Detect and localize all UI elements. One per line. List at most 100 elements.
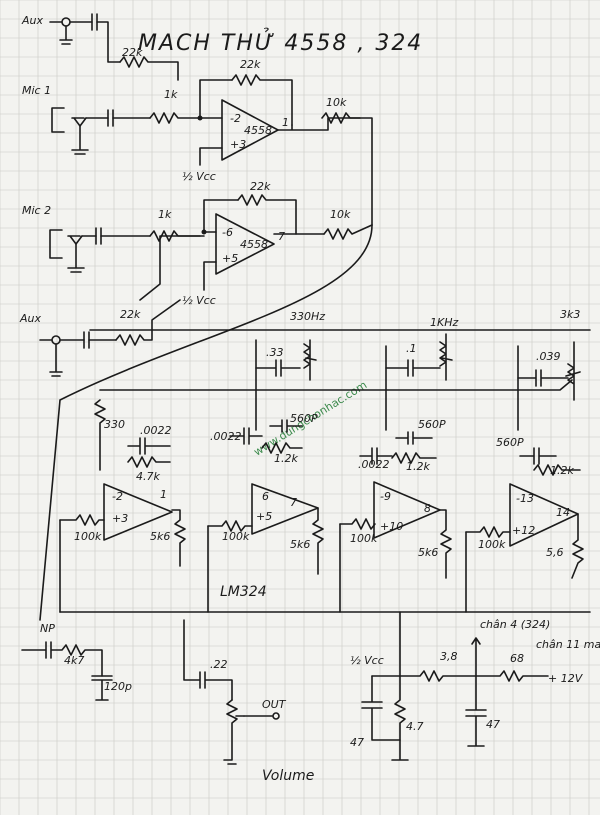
mic1-jack (51, 107, 89, 155)
r56-3-label: 5k6 (418, 546, 438, 559)
r10k-1-label: 10k (326, 96, 347, 109)
c120p-label: 120p (104, 680, 132, 693)
u4-out: 14 (556, 506, 570, 519)
pin4-note: chân 4 (324) (480, 618, 550, 631)
u1-pos: +3 (112, 512, 128, 525)
op2-neg: -6 (222, 226, 233, 239)
u3-out: 8 (424, 502, 431, 515)
pin11-note: chân 11 mass (536, 638, 600, 651)
r330-label: 330 (104, 418, 125, 431)
u3-neg: -9 (380, 490, 391, 503)
resistor-1k-mic1 (149, 112, 201, 124)
freq-1khz: 1KHz (430, 316, 458, 329)
opamp-u3 (373, 481, 441, 539)
resistor-22k-aux-top (119, 56, 179, 81)
r22k-fb2-label: 22k (250, 180, 271, 193)
c560p-1-label: 560P (290, 412, 318, 425)
r100k-4-label: 100k (478, 538, 506, 551)
op2-pos: +5 (222, 252, 238, 265)
aux-top-jack (49, 13, 121, 63)
u1-out: 1 (160, 488, 167, 501)
r10k-2-label: 10k (330, 208, 351, 221)
c0022c-label: .0022 (358, 458, 390, 471)
np-label: NP (40, 622, 55, 635)
r12k-3-label: 1.2k (550, 464, 574, 477)
out-label: OUT (262, 698, 287, 711)
c0022b-label: .0022 (210, 430, 242, 443)
u1-neg: -2 (112, 490, 123, 503)
r100k-3-label: 100k (350, 532, 378, 545)
op1-pos: +3 (230, 138, 246, 151)
volume-pot (223, 699, 245, 765)
r100k-2-label: 100k (222, 530, 250, 543)
chip-label: LM324 (220, 584, 267, 600)
c33-label: .33 (266, 346, 284, 359)
r22k-aux-top-label: 22k (122, 46, 143, 59)
opamp-u2 (251, 483, 319, 535)
u4-pos: +12 (512, 524, 535, 537)
vplus-label: + 12V (548, 672, 584, 685)
r12k-2-label: 1.2k (406, 460, 430, 473)
op1-name: 4558 (244, 124, 272, 137)
freq-3k3: 3k3 (560, 308, 580, 321)
aux-top-label: Aux (21, 14, 43, 27)
resistor-10k-2 (323, 224, 373, 240)
r1k-mic2-label: 1k (158, 208, 172, 221)
r22k-fb1-label: 22k (240, 58, 261, 71)
opamp-4558-2 (215, 213, 275, 275)
op1-out: 1 (282, 116, 289, 129)
c0022a-label: .0022 (140, 424, 172, 437)
c47-right-label: 47 (486, 718, 500, 731)
half-vcc-div-label: ½ Vcc (350, 654, 384, 667)
op1-neg: -2 (230, 112, 241, 125)
mic2-label: Mic 2 (22, 204, 51, 217)
volume-label: Volume (262, 768, 314, 784)
r56-1-label: 5k6 (150, 530, 170, 543)
resistor-22k-aux (115, 299, 181, 346)
resistor-47k (127, 456, 171, 468)
r22k-aux-label: 22k (120, 308, 141, 321)
pot-330hz (303, 339, 317, 381)
u3-pos: +10 (380, 520, 403, 533)
r38-label: 3,8 (440, 650, 458, 663)
freq-330hz: 330Hz (290, 310, 325, 323)
mic2-jack (49, 229, 85, 273)
half-vcc-1: ½ Vcc (182, 170, 216, 183)
resistor-22k-fb2 (237, 194, 297, 235)
opamp-u1 (103, 483, 173, 541)
r1k-mic1-label: 1k (164, 88, 178, 101)
op2-name: 4558 (240, 238, 268, 251)
opamp-4558-1 (221, 99, 279, 161)
op2-out: 7 (278, 230, 285, 243)
resistor-330 (94, 399, 106, 471)
pot-3k3 (565, 341, 581, 401)
half-vcc-2: ½ Vcc (182, 294, 216, 307)
resistor-10k-1 (321, 112, 373, 226)
u2-out: 7 (290, 496, 297, 509)
u4-neg: -13 (516, 492, 534, 505)
page-title: MACH THỬ 4558 , 324 (138, 29, 423, 56)
r100k-1-label: 100k (74, 530, 102, 543)
resistor-22k-fb1 (231, 74, 293, 126)
r68-label: 68 (510, 652, 524, 665)
r47k-label: 4.7k (136, 470, 160, 483)
r56-2-label: 5k6 (290, 538, 310, 551)
c22-label: .22 (210, 658, 228, 671)
c039-label: .039 (536, 350, 561, 363)
r47-np-label: 4k7 (64, 654, 84, 667)
c560p-2-label: 560P (418, 418, 446, 431)
c47-left-label: 47 (350, 736, 364, 749)
opamp-u4 (509, 483, 579, 547)
pot-1khz (439, 333, 453, 381)
u2-neg: 6 (262, 490, 269, 503)
r56-4-label: 5,6 (546, 546, 564, 559)
r12k-1-label: 1.2k (274, 452, 298, 465)
mic1-label: Mic 1 (22, 84, 51, 97)
u2-pos: +5 (256, 510, 272, 523)
c560p-3-label: 560P (496, 436, 524, 449)
c1-label: .1 (406, 342, 417, 355)
aux-jack (39, 335, 63, 377)
